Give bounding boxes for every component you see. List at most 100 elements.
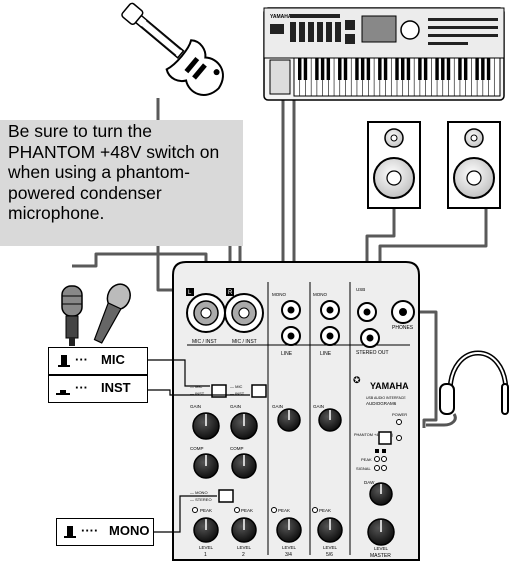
mono-dots: ···· (81, 523, 99, 538)
black-key (475, 58, 479, 80)
speaker-left-icon (367, 121, 421, 209)
ch-num-2: 2 (242, 552, 245, 558)
line-input-4[interactable] (281, 326, 301, 346)
comp-knob-2[interactable] (231, 453, 257, 479)
mic-inst-switch-1[interactable] (211, 384, 227, 398)
black-key (303, 58, 308, 80)
level-label-master: LEVEL (374, 546, 389, 551)
ch-num-34: 3/4 (285, 552, 292, 558)
inst-switch-label-2: — INST (230, 391, 245, 396)
stereo-out-l[interactable] (357, 302, 377, 322)
mic-switch-label-2: — MIC (230, 384, 243, 389)
mic-inst-label-1: MIC / INST (192, 339, 217, 345)
master-label: MASTER (370, 553, 391, 559)
dynamic-microphone-icon (93, 283, 131, 344)
phones-cable (416, 310, 438, 428)
mono-callout-label: MONO (109, 523, 150, 538)
black-key (418, 58, 422, 80)
ch-num-1: 1 (204, 552, 207, 558)
mono-callout: ···· MONO (56, 518, 154, 546)
phones-label: PHONES (392, 325, 414, 331)
mic-dots: ··· (75, 352, 88, 367)
black-key (441, 58, 445, 80)
line-label-34: LINE (281, 351, 293, 357)
level-knob-56[interactable] (317, 517, 343, 543)
mic-callout-label: MIC (101, 352, 125, 367)
mono-jack-label-2: MONO (313, 292, 327, 297)
black-key (378, 58, 382, 80)
line-input-5[interactable] (320, 300, 340, 320)
level-knob-2[interactable] (231, 517, 257, 543)
power-label: POWER (392, 412, 407, 417)
black-key (383, 58, 388, 80)
condenser-microphone-icon (61, 285, 83, 346)
black-key (423, 58, 428, 80)
callout-leaders (148, 359, 250, 533)
black-key (458, 58, 462, 80)
black-key (366, 58, 371, 80)
black-key (395, 58, 399, 80)
mono-stereo-switch[interactable] (218, 489, 234, 503)
black-key (315, 58, 319, 80)
gain-knob-4[interactable] (318, 408, 342, 432)
level-label-34: LEVEL (282, 545, 297, 550)
level-knob-34[interactable] (276, 517, 302, 543)
gain-label-2: GAIN (230, 404, 241, 409)
daw-label: DAW (364, 480, 375, 485)
comp-label-2: COMP (230, 446, 244, 451)
daw-knob[interactable] (369, 482, 393, 506)
phantom-note-box (0, 120, 243, 246)
mic-callout: ··· MIC (48, 347, 148, 375)
black-key (463, 58, 468, 80)
synthesizer-keyboard-icon: YAMAHA (263, 7, 505, 101)
comp-knob-1[interactable] (193, 453, 219, 479)
mic-inst-switch-2[interactable] (251, 384, 267, 398)
gain-knob-1[interactable] (192, 412, 220, 440)
level-label-1: LEVEL (199, 545, 214, 550)
mic-inst-label-2: MIC / INST (232, 339, 257, 345)
peak-leds (192, 507, 318, 513)
gain-knob-3[interactable] (277, 408, 301, 432)
level-knob-1[interactable] (193, 517, 219, 543)
phantom-note-text: Be sure to turn the PHANTOM +48V switch … (8, 121, 220, 223)
meter-l-icon (375, 449, 379, 453)
gain-label-1: GAIN (190, 404, 201, 409)
inst-dots: ··· (75, 380, 88, 395)
line-input-3[interactable] (281, 300, 301, 320)
gain-knob-2[interactable] (230, 412, 258, 440)
black-key (401, 58, 405, 80)
phantom-led (396, 435, 402, 441)
switch-up-icon (58, 355, 70, 367)
line-input-6[interactable] (320, 326, 340, 346)
combo-input-ch2[interactable] (224, 288, 264, 333)
phantom-switch[interactable] (378, 431, 392, 445)
peak-meter-label: PEAK (361, 457, 372, 462)
peak-label-2: PEAK (241, 508, 253, 513)
meter-r-icon (382, 449, 386, 453)
master-level-knob[interactable] (367, 518, 395, 546)
ch1-l-label: L (188, 290, 192, 296)
black-key (338, 58, 342, 80)
mono-jack-label: MONO (272, 292, 286, 297)
peak-led-l (374, 456, 380, 462)
black-key (355, 58, 359, 80)
switch-up-icon-mono (64, 526, 76, 538)
black-key (446, 58, 451, 80)
brand-logo: YAMAHA (370, 381, 409, 391)
phantom-label: PHANTOM +48V(CH1) (354, 433, 394, 437)
peak-label-3: PEAK (278, 508, 290, 513)
gain-label-3: GAIN (272, 404, 283, 409)
signal-led-r (381, 465, 387, 471)
level-label-56: LEVEL (323, 545, 338, 550)
product-line1: USB AUDIO INTERFACE (366, 396, 406, 400)
stereo-out-r[interactable] (360, 328, 380, 348)
comp-label-1: COMP (190, 446, 204, 451)
line-label-56: LINE (320, 351, 332, 357)
black-key (435, 58, 439, 80)
signal-led-l (374, 465, 380, 471)
black-key (343, 58, 348, 80)
phones-jack[interactable] (391, 300, 415, 324)
switch-down-icon (56, 390, 70, 395)
signal-label: SIGNAL (356, 466, 371, 471)
black-key (326, 58, 331, 80)
